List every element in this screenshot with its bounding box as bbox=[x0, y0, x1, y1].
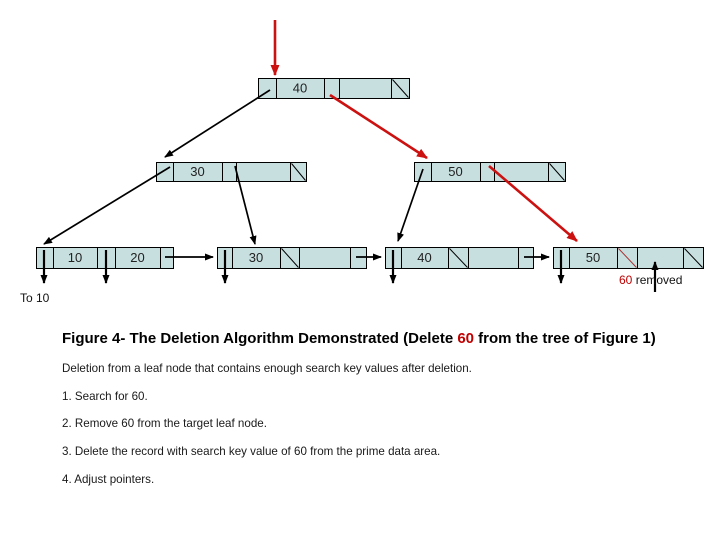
arrow-internal50-to-leaf50 bbox=[488, 165, 578, 242]
arrow-root-to-internal-30 bbox=[164, 89, 271, 158]
to-10-label: To 10 bbox=[20, 291, 50, 305]
cell-ptr bbox=[518, 247, 534, 269]
arrow-root-to-internal-50 bbox=[329, 93, 428, 160]
node-leaf-50: 50 bbox=[553, 247, 704, 269]
cell-key bbox=[637, 247, 684, 269]
step-2: 2. Remove 60 from the target leaf node. bbox=[62, 417, 267, 431]
key-label: 40 bbox=[417, 250, 431, 265]
key-label: 50 bbox=[448, 164, 462, 179]
null-pointer-slash bbox=[618, 248, 637, 268]
description-line: Deletion from a leaf node that contains … bbox=[62, 361, 472, 375]
removed-key: 60 bbox=[619, 273, 633, 287]
step-4: 4. Adjust pointers. bbox=[62, 473, 155, 487]
null-pointer-slash bbox=[281, 248, 299, 268]
figure-caption: Figure 4- The Deletion Algorithm Demonst… bbox=[62, 330, 684, 349]
null-pointer-slash bbox=[392, 79, 409, 98]
key-label: 30 bbox=[190, 164, 204, 179]
key-label: 30 bbox=[249, 250, 263, 265]
node-internal-30: 30 bbox=[156, 162, 307, 182]
cell-ptr bbox=[350, 247, 367, 269]
node-internal-50: 50 bbox=[414, 162, 566, 182]
cell-ptr bbox=[414, 162, 432, 182]
step-3: 3. Delete the record with search key val… bbox=[62, 445, 441, 459]
key-label: 10 bbox=[68, 250, 82, 265]
bplus-tree-diagram: 40 30 50 10 20 30 40 50 bbox=[36, 20, 704, 292]
text-block: Figure 4- The Deletion Algorithm Demonst… bbox=[62, 330, 692, 501]
cell-key bbox=[468, 247, 519, 269]
cell-key bbox=[299, 247, 351, 269]
null-pointer-slash bbox=[684, 248, 703, 268]
node-leaf-40: 40 bbox=[385, 247, 534, 269]
arrow-internal30-to-leaf30 bbox=[234, 165, 257, 245]
cell-key bbox=[339, 78, 392, 99]
removed-annotation: 60 removed bbox=[619, 273, 682, 287]
key-label: 40 bbox=[293, 81, 307, 96]
cell-ptr bbox=[156, 162, 174, 182]
node-root-40: 40 bbox=[258, 78, 410, 99]
key-label: 20 bbox=[130, 250, 144, 265]
step-1: 1. Search for 60. bbox=[62, 389, 148, 403]
cell-ptr bbox=[222, 162, 237, 182]
caption-prefix: Figure 4- The Deletion Algorithm Demonst… bbox=[62, 330, 458, 347]
cell-key bbox=[236, 162, 291, 182]
key-label: 50 bbox=[586, 250, 600, 265]
null-pointer-slash bbox=[449, 248, 468, 268]
node-leaf-30: 30 bbox=[217, 247, 367, 269]
null-pointer-slash bbox=[291, 163, 306, 181]
arrow-internal30-to-leaf10 bbox=[43, 166, 171, 245]
cell-ptr bbox=[480, 162, 495, 182]
removed-word: removed bbox=[635, 273, 683, 287]
caption-suffix: from the tree of Figure 1) bbox=[474, 330, 656, 347]
cell-ptr bbox=[160, 247, 174, 269]
caption-highlight: 60 bbox=[457, 330, 475, 347]
arrow-internal50-to-leaf40 bbox=[397, 168, 424, 242]
null-pointer-slash bbox=[549, 163, 565, 181]
